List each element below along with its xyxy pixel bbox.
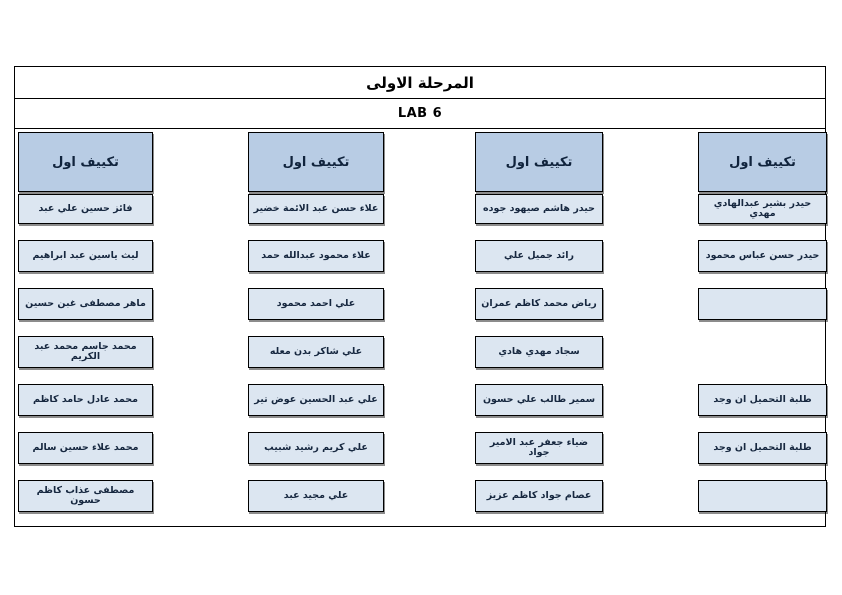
student-cell: علي كريم رشيد شبيب [248, 432, 384, 464]
student-cell: فائز حسين علي عبد [18, 194, 153, 224]
student-cell: رائد جميل علي [475, 240, 603, 272]
group-header: تكييف اول [248, 132, 384, 192]
student-cell: علي شاكر بدن معله [248, 336, 384, 368]
student-cell: ليث ياسين عبد ابراهيم [18, 240, 153, 272]
student-column-group-2: تكييف اول حيدر هاشم صيهود جوده رائد جميل… [475, 132, 603, 512]
student-column-group-4: تكييف اول فائز حسين علي عبد ليث ياسين عب… [18, 132, 153, 512]
group-header: تكييف اول [475, 132, 603, 192]
student-cell: علي عبد الحسين عوض تير [248, 384, 384, 416]
placeholder-cell: طلبة التحميل ان وجد [698, 384, 827, 416]
student-cell: ضياء جعفر عبد الامير جواد [475, 432, 603, 464]
student-cell: علي مجيد عبد [248, 480, 384, 512]
page-title: المرحلة الاولى [15, 67, 825, 99]
student-cell: محمد عادل حامد كاظم [18, 384, 153, 416]
student-cell: حيدر بشير عبدالهادي مهدي [698, 194, 827, 224]
schedule-table: المرحلة الاولى LAB 6 تكييف اول حيدر بشير… [14, 66, 827, 527]
student-cell: علاء محمود عبدالله حمد [248, 240, 384, 272]
lab-label: LAB 6 [15, 99, 825, 129]
student-cell: علي احمد محمود [248, 288, 384, 320]
student-cell: سجاد مهدي هادي [475, 336, 603, 368]
blank-slot [698, 336, 827, 368]
student-cell: عصام جواد كاظم عزيز [475, 480, 603, 512]
student-column-group-1: تكييف اول حيدر بشير عبدالهادي مهدي حيدر … [698, 132, 827, 512]
student-cell: حيدر هاشم صيهود جوده [475, 194, 603, 224]
group-header: تكييف اول [698, 132, 827, 192]
student-cell: ماهر مصطفى غبن حسين [18, 288, 153, 320]
student-column-group-3: تكييف اول علاء حسن عبد الائمة خضير علاء … [248, 132, 384, 512]
empty-cell [698, 288, 827, 320]
student-cell: مصطفى عذاب كاظم حسون [18, 480, 153, 512]
student-cell: سمير طالب علي حسون [475, 384, 603, 416]
columns-area: تكييف اول حيدر بشير عبدالهادي مهدي حيدر … [15, 129, 827, 526]
student-cell: محمد علاء حسين سالم [18, 432, 153, 464]
student-cell: حيدر حسن عباس محمود [698, 240, 827, 272]
empty-cell [698, 480, 827, 512]
student-cell: محمد جاسم محمد عبد الكريم [18, 336, 153, 368]
placeholder-cell: طلبة التحميل ان وجد [698, 432, 827, 464]
student-cell: رياض محمد كاظم عمران [475, 288, 603, 320]
group-header: تكييف اول [18, 132, 153, 192]
student-cell: علاء حسن عبد الائمة خضير [248, 194, 384, 224]
